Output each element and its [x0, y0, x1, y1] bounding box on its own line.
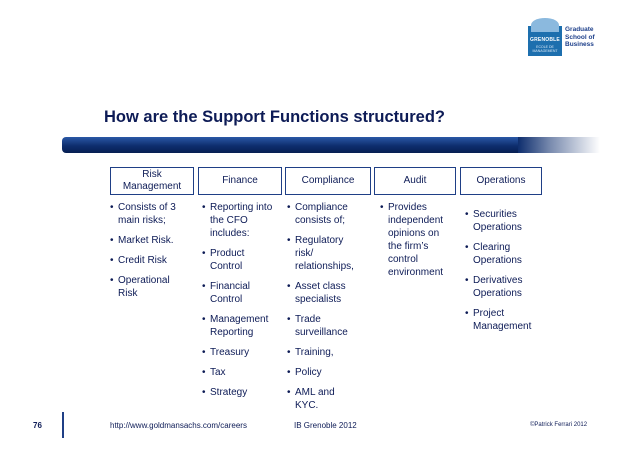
- bullet-icon: •: [110, 255, 114, 266]
- bullet-icon: •: [202, 387, 206, 398]
- bullet-item: •Training,: [287, 347, 334, 358]
- slide-title: How are the Support Functions structured…: [104, 108, 446, 126]
- bullet-icon: •: [287, 367, 291, 378]
- logo-brand: GRENOBLE: [530, 37, 560, 43]
- column-header-compliance: Compliance: [285, 167, 371, 195]
- bullet-icon: •: [110, 202, 114, 213]
- bullet-icon: •: [202, 248, 206, 259]
- bullet-item: •Policy: [287, 367, 322, 378]
- bullet-item: •Tax: [202, 367, 226, 378]
- footer-divider: [62, 412, 64, 438]
- column-header-audit: Audit: [374, 167, 456, 195]
- bullet-icon: •: [287, 281, 291, 292]
- bullet-icon: •: [287, 202, 291, 213]
- bullet-icon: •: [465, 242, 469, 253]
- bullet-icon: •: [202, 202, 206, 213]
- bullet-icon: •: [465, 275, 469, 286]
- bullet-item: •Credit Risk: [110, 255, 167, 266]
- footer-url[interactable]: http://www.goldmansachs.com/careers: [110, 421, 247, 430]
- bullet-icon: •: [287, 314, 291, 325]
- bullet-icon: •: [202, 314, 206, 325]
- bullet-icon: •: [380, 202, 384, 213]
- logo-wave-icon: [531, 18, 559, 32]
- bullet-icon: •: [465, 209, 469, 220]
- bullet-icon: •: [202, 347, 206, 358]
- footer-copyright: ©Patrick Ferrari 2012: [530, 422, 588, 428]
- slide-number: 76: [33, 421, 42, 430]
- bullet-item: •Market Risk.: [110, 235, 174, 246]
- logo-text: Graduate School of Business: [565, 26, 595, 48]
- title-band-fade: [518, 137, 600, 153]
- title-band: [62, 137, 518, 153]
- school-logo: GRENOBLE ECOLE DE MANAGEMENT Graduate Sc…: [528, 18, 600, 58]
- column-header-finance: Finance: [198, 167, 282, 195]
- bullet-item: •Treasury: [202, 347, 250, 358]
- bullet-icon: •: [110, 235, 114, 246]
- bullet-icon: •: [287, 235, 291, 246]
- column-header-operations: Operations: [460, 167, 542, 195]
- bullet-icon: •: [465, 308, 469, 319]
- bullet-item: •Strategy: [202, 387, 248, 398]
- footer-center-text: IB Grenoble 2012: [294, 421, 357, 430]
- logo-subtitle: ECOLE DE MANAGEMENT: [532, 45, 558, 53]
- bullet-icon: •: [110, 275, 114, 286]
- bullet-icon: •: [287, 347, 291, 358]
- bullet-icon: •: [287, 387, 291, 398]
- bullet-icon: •: [202, 367, 206, 378]
- bullet-icon: •: [202, 281, 206, 292]
